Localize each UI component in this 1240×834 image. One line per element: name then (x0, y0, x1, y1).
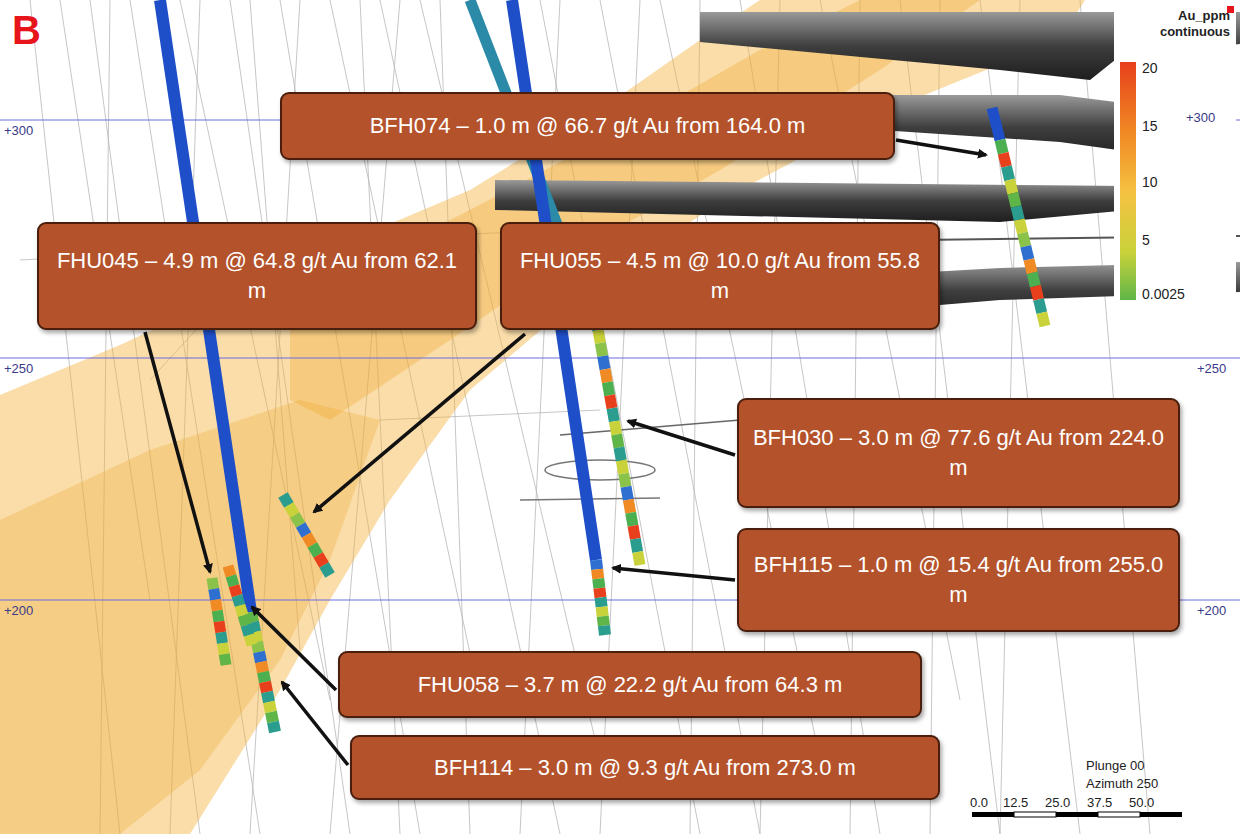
intercept-text: FHU058 – 3.7 m @ 22.2 g/t Au from 64.3 m (406, 670, 855, 700)
legend-tick: 0.0025 (1142, 286, 1185, 302)
elevation-label: +250 (1197, 361, 1226, 376)
callout-box: BFH030 – 3.0 m @ 77.6 g/t Au from 224.0 … (737, 398, 1180, 508)
scale-tick: 0.0 (970, 795, 988, 810)
scale-bar (972, 812, 1182, 817)
elevation-label: +250 (4, 361, 33, 376)
callout-box: BFH074 – 1.0 m @ 66.7 g/t Au from 164.0 … (280, 92, 895, 160)
elevation-label: +200 (1197, 603, 1226, 618)
scale-tick: 37.5 (1087, 795, 1112, 810)
scale-tick: 50.0 (1129, 795, 1154, 810)
elevation-label: +300 (1186, 110, 1215, 125)
intercept-text: FHU045 – 4.9 m @ 64.8 g/t Au from 62.1 m (39, 246, 475, 305)
intercept-text: FHU055 – 4.5 m @ 10.0 g/t Au from 55.8 m (502, 246, 938, 305)
callout-box: BFH115 – 1.0 m @ 15.4 g/t Au from 255.0 … (737, 528, 1180, 632)
legend-title: Au_ppm continuous (1140, 8, 1230, 39)
view-note: Plunge 00 (1086, 758, 1145, 773)
callout-box: FHU058 – 3.7 m @ 22.2 g/t Au from 64.3 m (338, 651, 922, 718)
colour-scale (1114, 4, 1236, 306)
scale-tick: 12.5 (1003, 795, 1028, 810)
legend-tick: 10 (1142, 174, 1158, 190)
legend-tick: 15 (1142, 118, 1158, 134)
legend-tick: 20 (1142, 60, 1158, 76)
underground-workings (495, 12, 1240, 500)
view-note: Azimuth 250 (1086, 776, 1158, 791)
intercept-text: BFH030 – 3.0 m @ 77.6 g/t Au from 224.0 … (739, 423, 1178, 482)
callout-box: BFH114 – 3.0 m @ 9.3 g/t Au from 273.0 m (350, 735, 940, 800)
legend-tick: 5 (1142, 232, 1150, 248)
section-letter: B (12, 8, 41, 53)
intercept-text: BFH074 – 1.0 m @ 66.7 g/t Au from 164.0 … (358, 111, 818, 141)
elevation-label: +300 (4, 123, 33, 138)
callout-box: FHU045 – 4.9 m @ 64.8 g/t Au from 62.1 m (37, 222, 477, 330)
callout-box: FHU055 – 4.5 m @ 10.0 g/t Au from 55.8 m (500, 222, 940, 330)
intercept-text: BFH115 – 1.0 m @ 15.4 g/t Au from 255.0 … (739, 550, 1178, 609)
scale-tick: 25.0 (1045, 795, 1070, 810)
intercept-text: BFH114 – 3.0 m @ 9.3 g/t Au from 273.0 m (422, 753, 868, 783)
elevation-label: +200 (4, 603, 33, 618)
